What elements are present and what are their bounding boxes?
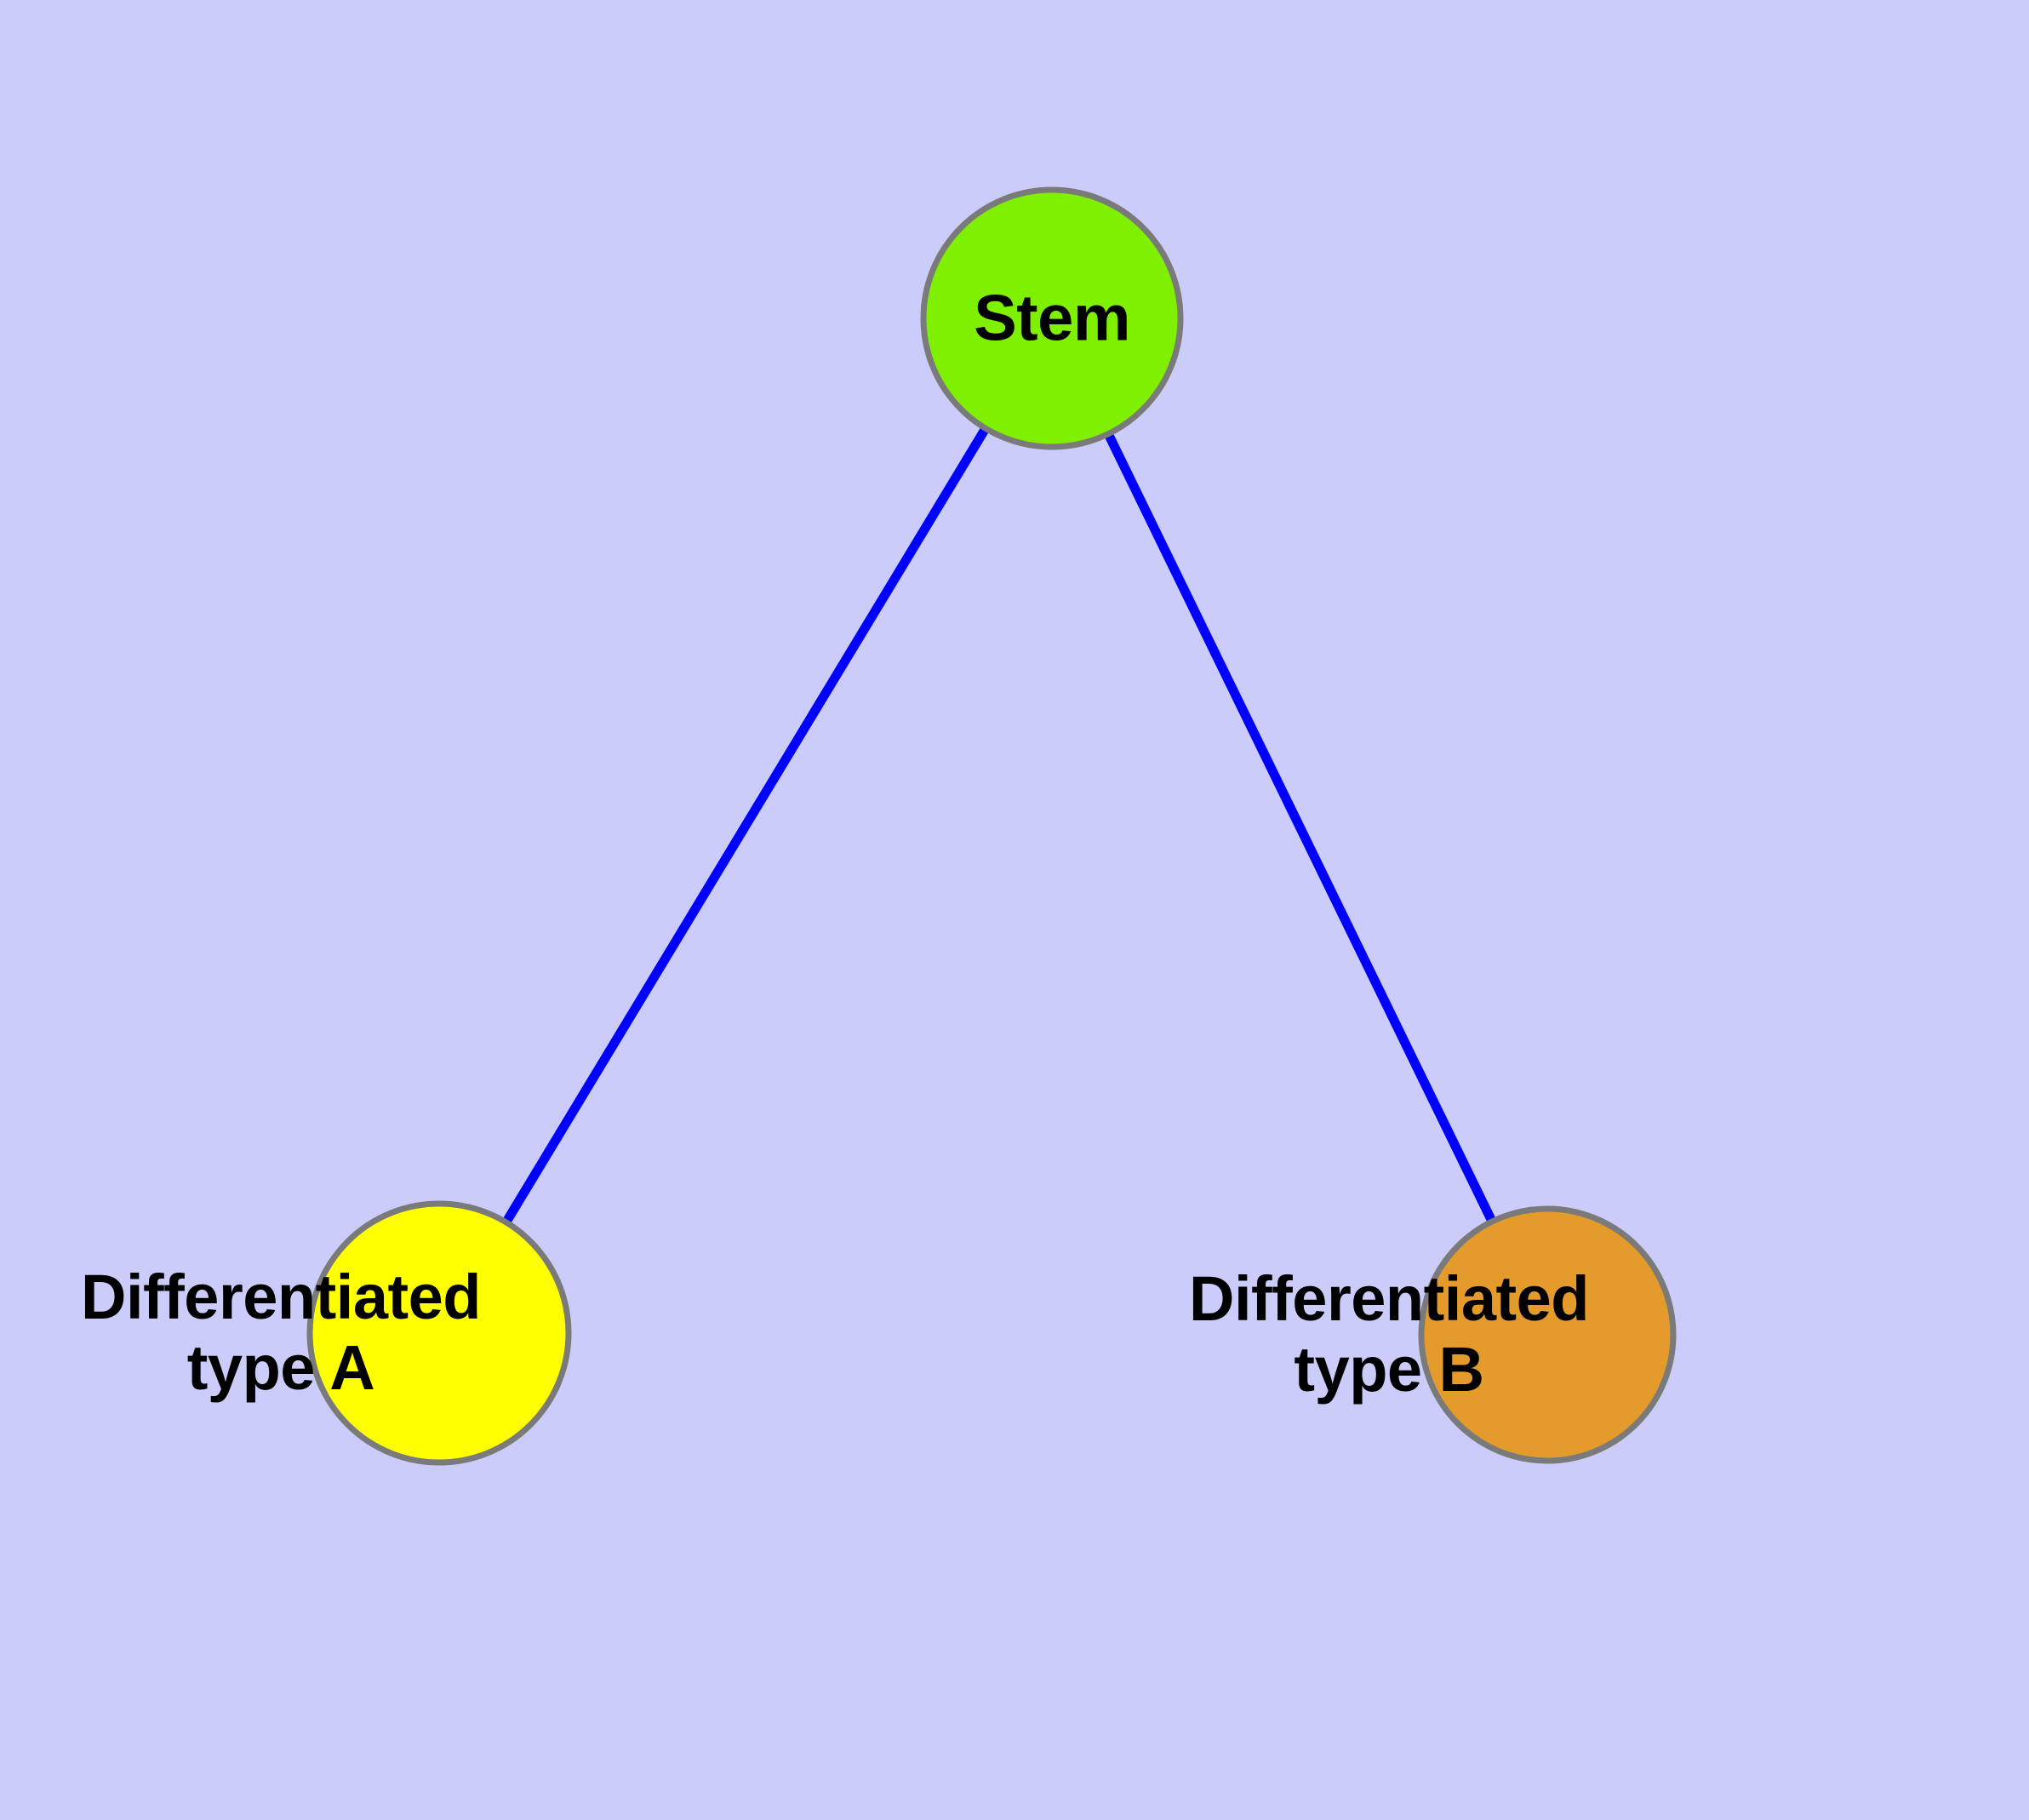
node-differentiated-type-a[interactable] [306, 1200, 572, 1466]
edge-layer [500, 422, 1498, 1228]
edge-stem-to-diff-a[interactable] [500, 422, 992, 1228]
edge-stem-to-diff-b[interactable] [1102, 428, 1498, 1227]
node-layer [306, 186, 1677, 1466]
node-differentiated-type-b[interactable] [1418, 1205, 1677, 1464]
node-stem[interactable] [920, 186, 1184, 450]
